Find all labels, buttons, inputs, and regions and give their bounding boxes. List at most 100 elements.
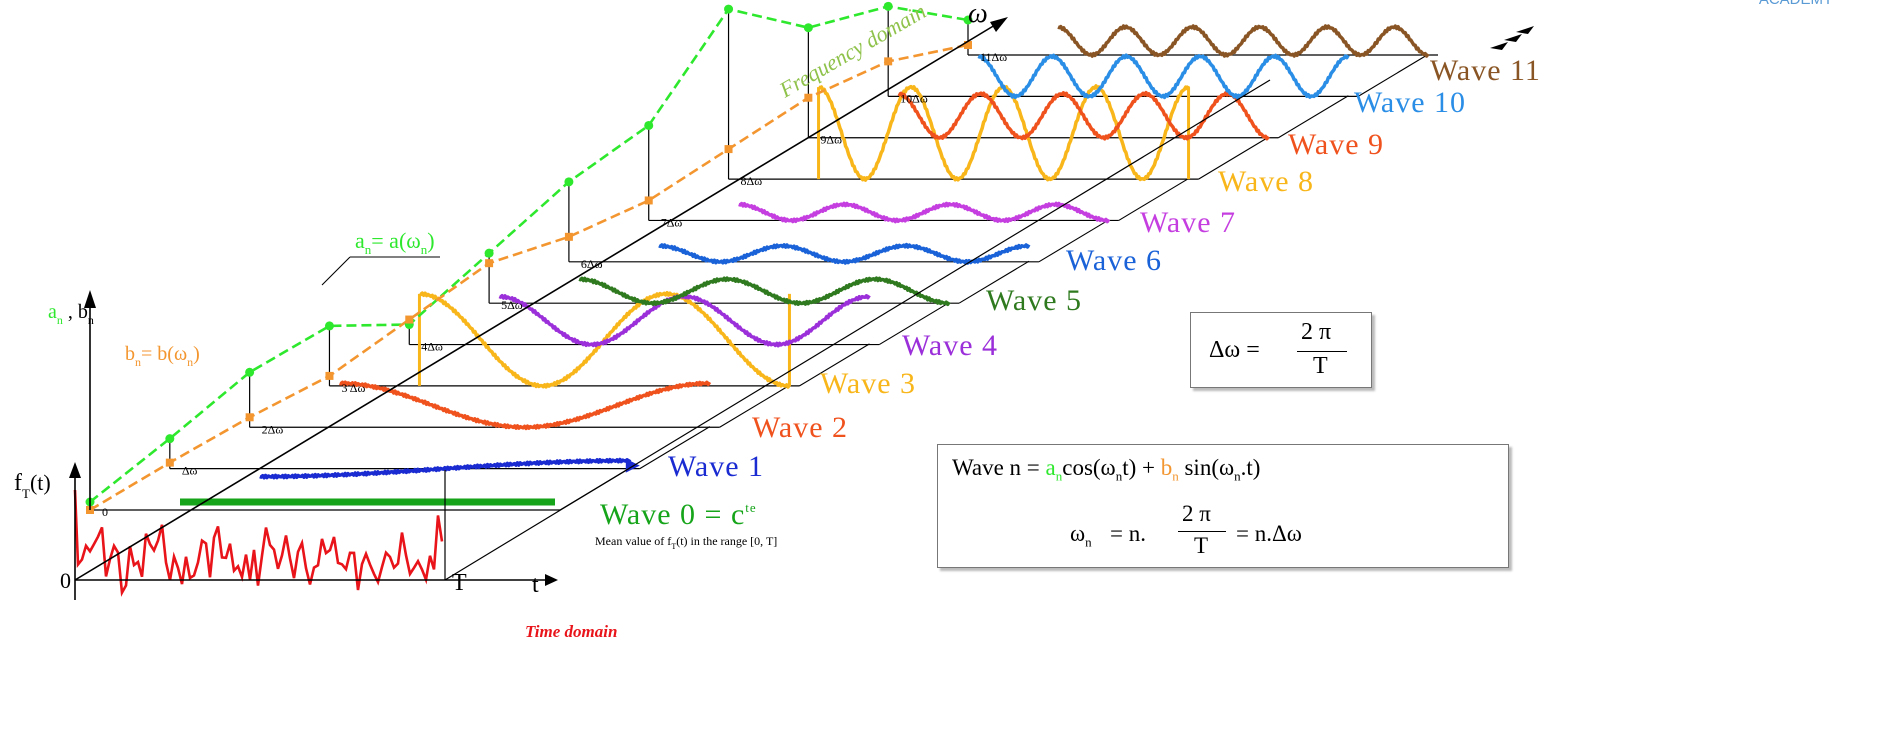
bn-coef: bn bbox=[1160, 455, 1179, 484]
tick-label-9: 9Δω bbox=[820, 133, 842, 147]
delta-omega-fraction-bar bbox=[1297, 351, 1347, 352]
an-point-5 bbox=[484, 248, 494, 258]
mean-value-note: Mean value of fT(t) in the range [0, T] bbox=[595, 534, 777, 551]
tick-label-5: 5Δω bbox=[501, 298, 523, 312]
an-point-9 bbox=[803, 23, 813, 33]
brand-text: ACADEMY bbox=[1759, 0, 1833, 8]
wave-label-8: Wave 8 bbox=[1218, 165, 1314, 198]
ab-axis-arrow bbox=[84, 290, 96, 308]
bn-curve bbox=[89, 43, 969, 512]
bn-point-11 bbox=[964, 41, 972, 49]
time-domain-label: Time domain bbox=[525, 622, 617, 641]
an-point-10 bbox=[883, 1, 893, 11]
baseline-diag-9 bbox=[1278, 95, 1349, 139]
omega-label: ω bbox=[968, 0, 988, 29]
baseline-diag-5 bbox=[958, 260, 1030, 304]
tick-label-11: 11Δω bbox=[980, 50, 1007, 64]
bn-point-6 bbox=[564, 232, 573, 241]
wave-1 bbox=[259, 457, 632, 480]
an-coef: an bbox=[1045, 455, 1063, 484]
wave-label-1: Wave 1 bbox=[668, 450, 764, 483]
tick-label-7: 7Δω bbox=[661, 215, 683, 229]
bn-point-9 bbox=[804, 93, 813, 102]
an-point-8 bbox=[724, 4, 734, 14]
wave-6 bbox=[658, 242, 1031, 265]
baseline-diag-8 bbox=[1198, 136, 1269, 180]
an-label-pointer bbox=[321, 256, 351, 286]
delta-omega-lhs: Δω = bbox=[1209, 337, 1260, 363]
omega-axis-arrow bbox=[990, 17, 1008, 32]
wave-label-9: Wave 9 bbox=[1288, 128, 1384, 161]
bn-point-3 bbox=[325, 371, 334, 380]
ft-label: fT(t) bbox=[14, 470, 51, 501]
T-label: T bbox=[452, 570, 467, 596]
bn-point-2 bbox=[245, 413, 254, 422]
wave-11 bbox=[1057, 24, 1430, 58]
an-point-11 bbox=[963, 15, 973, 25]
wave-n-formula-box: Wave n = ancos(ωnt) + bn sin(ωn.t) ωn = … bbox=[937, 444, 1509, 568]
bn-point-8 bbox=[724, 145, 733, 154]
baseline-diag-6 bbox=[1038, 219, 1110, 263]
sin-term: sin(ω bbox=[1184, 455, 1235, 480]
baseline-diag-7 bbox=[1118, 177, 1190, 221]
wave-label-10: Wave 10 bbox=[1354, 86, 1466, 119]
omega-axis bbox=[74, 21, 1001, 581]
wave-7 bbox=[738, 201, 1111, 224]
axes bbox=[69, 17, 1271, 600]
an-point-2 bbox=[245, 367, 255, 377]
decorative-arrows-icon bbox=[1490, 26, 1534, 50]
an-curve-label: an= a(ωn) bbox=[355, 228, 435, 257]
bn-point-10 bbox=[884, 57, 893, 66]
tick-label-3: 3 Δω bbox=[341, 381, 365, 395]
wave-label-3: Wave 3 bbox=[820, 367, 916, 400]
T-plane-edge bbox=[444, 79, 1271, 581]
delta-omega-den: T bbox=[1313, 353, 1328, 379]
tick-label-2: 2Δω bbox=[262, 422, 284, 436]
wave-n-equation: Wave n = ancos(ωnt) + bn sin(ωn.t) bbox=[952, 455, 1261, 484]
an-point-3 bbox=[324, 321, 334, 331]
t-label: t bbox=[532, 572, 539, 598]
bn-point-1 bbox=[165, 458, 174, 467]
wave-n-lhs: Wave n = bbox=[952, 455, 1040, 480]
an-curve bbox=[89, 5, 969, 504]
delta-omega-num: 2 π bbox=[1301, 319, 1332, 345]
wave-label-5: Wave 5 bbox=[986, 284, 1082, 317]
an-point-7 bbox=[644, 120, 654, 130]
tick-label-6: 6Δω bbox=[581, 257, 603, 271]
an-point-1 bbox=[165, 434, 175, 444]
bn-point-7 bbox=[644, 196, 653, 205]
delta-omega-formula-box: Δω = 2 π T bbox=[1190, 312, 1372, 388]
wave-5 bbox=[578, 276, 951, 307]
tick-label-0: 0 bbox=[102, 505, 108, 519]
tick-label-8: 8Δω bbox=[741, 174, 763, 188]
wave-label-6: Wave 6 bbox=[1066, 244, 1162, 277]
wave-label-11: Wave 11 bbox=[1430, 54, 1541, 87]
wave-label-7: Wave 7 bbox=[1140, 206, 1236, 239]
wave-2 bbox=[339, 380, 712, 431]
wave-10 bbox=[977, 53, 1350, 100]
wave-label-0: Wave 0 = cte bbox=[600, 498, 757, 531]
bn-point-5 bbox=[485, 259, 494, 268]
tick-label-4: 4Δω bbox=[421, 340, 443, 354]
baseline-diag-3 bbox=[799, 343, 870, 387]
baseline-diag-4 bbox=[878, 302, 950, 346]
an-point-6 bbox=[564, 177, 574, 187]
wave-label-2: Wave 2 bbox=[752, 411, 848, 444]
an-bn-axis-label: an , bn bbox=[48, 301, 94, 327]
time-signal bbox=[73, 489, 444, 597]
wave-9 bbox=[897, 90, 1270, 141]
origin-label: 0 bbox=[60, 568, 71, 593]
waves-group bbox=[73, 24, 1430, 597]
wave-label-4: Wave 4 bbox=[902, 329, 998, 362]
bn-point-4 bbox=[405, 315, 414, 324]
tick-label-1: Δω bbox=[182, 464, 198, 478]
t-axis-arrow bbox=[545, 574, 558, 586]
bn-curve-label: bn= b(ωn) bbox=[125, 343, 200, 369]
tick-label-10: 10Δω bbox=[900, 91, 928, 105]
baseline-diag-10 bbox=[1357, 53, 1429, 97]
baseline-diag-2 bbox=[719, 384, 790, 428]
baseline-diag-1 bbox=[639, 426, 711, 470]
wave-3 bbox=[418, 290, 791, 389]
ft-axis-arrow bbox=[69, 462, 81, 478]
